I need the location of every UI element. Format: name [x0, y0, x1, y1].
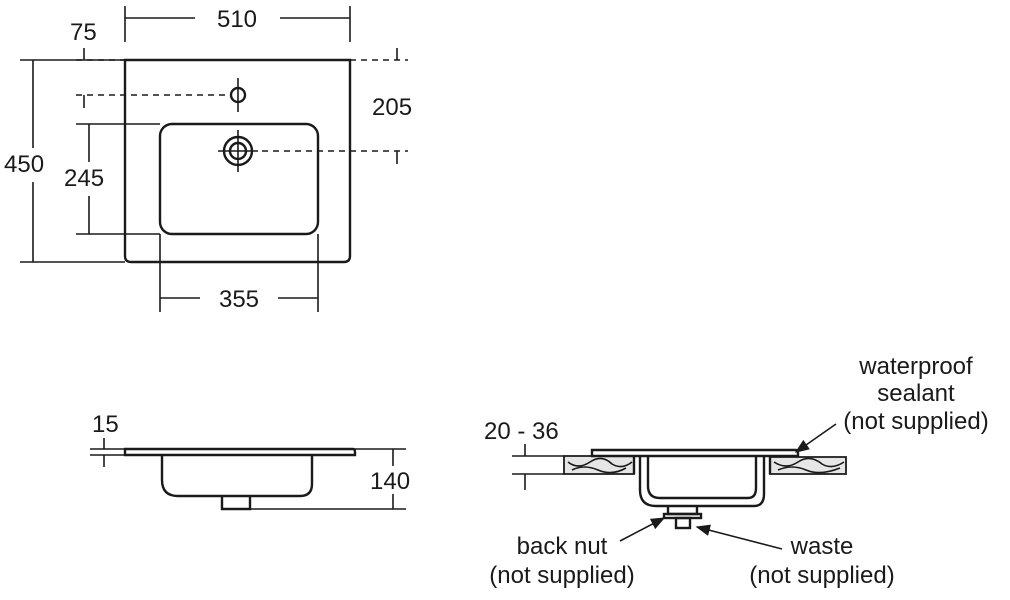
side-waste	[220, 496, 252, 511]
label-back-nut-2: (not supplied)	[489, 562, 634, 589]
label-sealant-1: waterproof	[858, 353, 973, 380]
dim-worktop-thickness: 20 - 36	[484, 418, 559, 445]
side-view: 15 140	[90, 411, 410, 511]
install-rim	[590, 448, 800, 458]
install-bowl	[638, 456, 766, 508]
side-rim	[123, 447, 357, 457]
label-sealant-2: sealant	[877, 380, 955, 407]
top-view: 510 75 450 245 205 355	[4, 6, 412, 313]
label-waste-2: (not supplied)	[749, 562, 894, 589]
dim-bowl-width: 355	[219, 286, 259, 313]
dim-height: 140	[370, 468, 410, 495]
dim-width: 510	[217, 6, 257, 33]
dim-bowl-depth: 245	[64, 165, 104, 192]
install-view: 20 - 36 waterproof sealant (not supplied…	[484, 353, 989, 589]
side-bowl	[160, 455, 314, 498]
dim-depth: 450	[4, 151, 44, 178]
bowl-outline	[158, 122, 320, 236]
label-waste-1: waste	[790, 533, 854, 560]
label-back-nut-1: back nut	[517, 533, 608, 560]
label-sealant-3: (not supplied)	[843, 408, 988, 435]
dim-tap-to-waste: 205	[372, 94, 412, 121]
dim-rim-thickness: 15	[92, 411, 119, 438]
dim-tap-offset: 75	[70, 19, 97, 46]
basin-outline	[123, 58, 352, 264]
